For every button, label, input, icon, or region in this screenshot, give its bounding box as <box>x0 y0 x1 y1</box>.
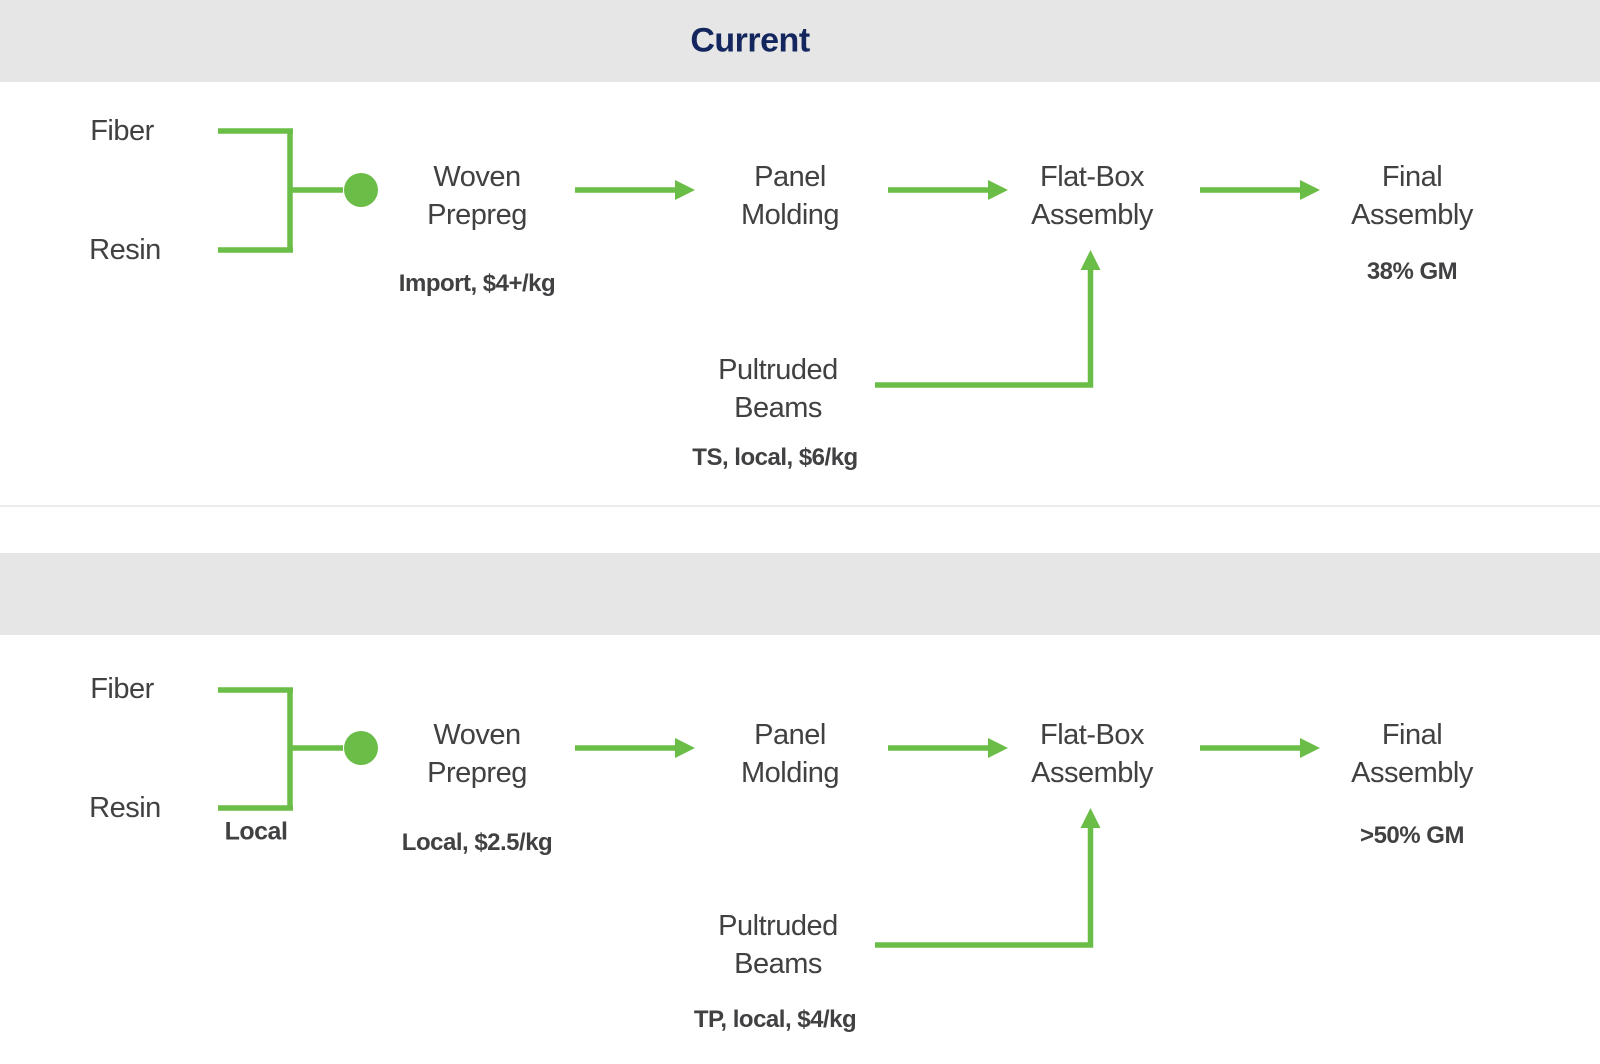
section-title-current: Current <box>690 21 810 60</box>
arrowhead-up-icon <box>1080 250 1101 270</box>
section-band-current: Current <box>0 0 1600 82</box>
step-label-woven-prepreg-2: Woven Prepreg <box>427 719 527 789</box>
feeder-arrow-beams-to-flatbox-2 <box>875 808 1101 948</box>
step-label-flatbox-assembly: Flat-Box Assembly <box>1031 161 1153 231</box>
fiber-label-2: Fiber <box>90 673 154 705</box>
merge-dot <box>344 173 378 207</box>
step-note-gross-margin: 38% GM <box>1366 258 1458 285</box>
arrowhead-icon <box>1300 180 1320 200</box>
flow-arrow-prepreg-to-molding-2 <box>575 738 695 758</box>
arrowhead-icon <box>988 738 1008 758</box>
merge-note-local: Local <box>224 817 288 846</box>
feeder-note-beams-cost-2: TP, local, $4/kg <box>693 1006 857 1033</box>
step-label-panel-molding: Panel Molding <box>740 161 840 231</box>
step-note-gross-margin-2: >50% GM <box>1360 822 1464 849</box>
step-label-flatbox-assembly-2: Flat-Box Assembly <box>1031 719 1153 789</box>
arrowhead-icon <box>675 738 695 758</box>
flow-arrow-molding-to-flatbox-2 <box>888 738 1008 758</box>
feeder-arrow-beams-to-flatbox <box>875 250 1101 388</box>
step-label-panel-molding-2: Panel Molding <box>740 719 840 789</box>
step-label-final-assembly: Final Assembly <box>1351 161 1473 231</box>
flow-arrow-molding-to-flatbox <box>888 180 1008 200</box>
step-note-prepreg-cost: Import, $4+/kg <box>398 270 556 297</box>
feeder-note-beams-cost: TS, local, $6/kg <box>692 444 858 471</box>
merge-bracket-current <box>218 128 378 253</box>
flow-arrow-prepreg-to-molding <box>575 180 695 200</box>
merge-dot <box>344 731 378 765</box>
flow-arrow-flatbox-to-final-2 <box>1200 738 1320 758</box>
step-note-prepreg-cost-2: Local, $2.5/kg <box>401 829 553 856</box>
section-band-1000-boxes: >1000 boxes a month <box>0 553 1600 635</box>
merge-bracket-1000-boxes <box>218 687 378 811</box>
arrowhead-icon <box>1300 738 1320 758</box>
arrowhead-up-icon <box>1080 808 1101 828</box>
arrowhead-icon <box>675 180 695 200</box>
feeder-label-pultruded-beams: Pultruded Beams <box>718 354 838 424</box>
arrowhead-icon <box>988 180 1008 200</box>
flow-arrow-flatbox-to-final <box>1200 180 1320 200</box>
section-divider <box>0 505 1600 507</box>
resin-label: Resin <box>89 234 161 266</box>
step-label-final-assembly-2: Final Assembly <box>1351 719 1473 789</box>
feeder-label-pultruded-beams-2: Pultruded Beams <box>718 910 838 980</box>
resin-label-2: Resin <box>89 792 161 824</box>
step-label-woven-prepreg: Woven Prepreg <box>427 161 527 231</box>
fiber-label: Fiber <box>90 115 154 147</box>
